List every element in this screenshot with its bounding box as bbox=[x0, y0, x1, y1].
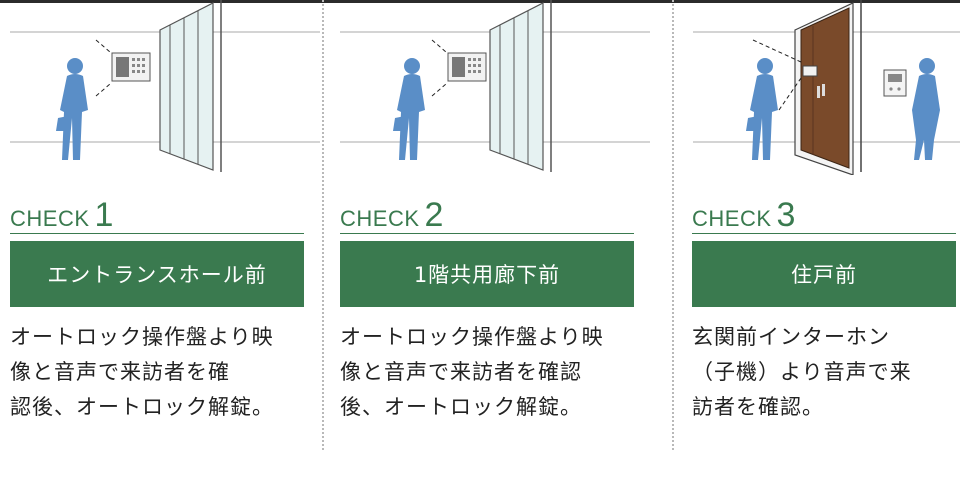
visitor-figure bbox=[746, 58, 778, 160]
check-number: 1 bbox=[94, 196, 114, 234]
location-banner: エントランスホール前 bbox=[10, 241, 304, 307]
corridor-scene-illustration bbox=[340, 0, 650, 172]
check-label: CHECK bbox=[340, 206, 420, 231]
description-text: 玄関前インターホン （子機）より音声で来 訪者を確認。 bbox=[692, 325, 912, 419]
panel-divider-1 bbox=[322, 0, 324, 450]
description-text: オートロック操作盤より映 像と音声で来訪者を確 認後、オートロック解錠。 bbox=[10, 325, 274, 419]
location-banner: 1階共用廊下前 bbox=[340, 241, 634, 307]
description-text: オートロック操作盤より映 像と音声で来訪者を確認 後、オートロック解錠。 bbox=[340, 325, 604, 419]
check-number: 3 bbox=[776, 196, 796, 234]
location-banner: 住戸前 bbox=[692, 241, 956, 307]
heading-rule bbox=[10, 233, 304, 234]
resident-figure bbox=[912, 58, 940, 160]
heading-rule bbox=[692, 233, 956, 234]
intercom-monitor bbox=[883, 69, 907, 97]
top-border bbox=[0, 0, 960, 3]
visitor-figure bbox=[393, 58, 425, 160]
entrance-scene-illustration bbox=[10, 0, 320, 172]
panel-divider-2 bbox=[672, 0, 674, 450]
heading-rule bbox=[340, 233, 634, 234]
check-label: CHECK bbox=[10, 206, 90, 231]
visitor-figure bbox=[56, 58, 88, 160]
check-label: CHECK bbox=[692, 206, 772, 231]
front-door-scene-illustration bbox=[693, 0, 960, 175]
check-number: 2 bbox=[424, 196, 444, 234]
